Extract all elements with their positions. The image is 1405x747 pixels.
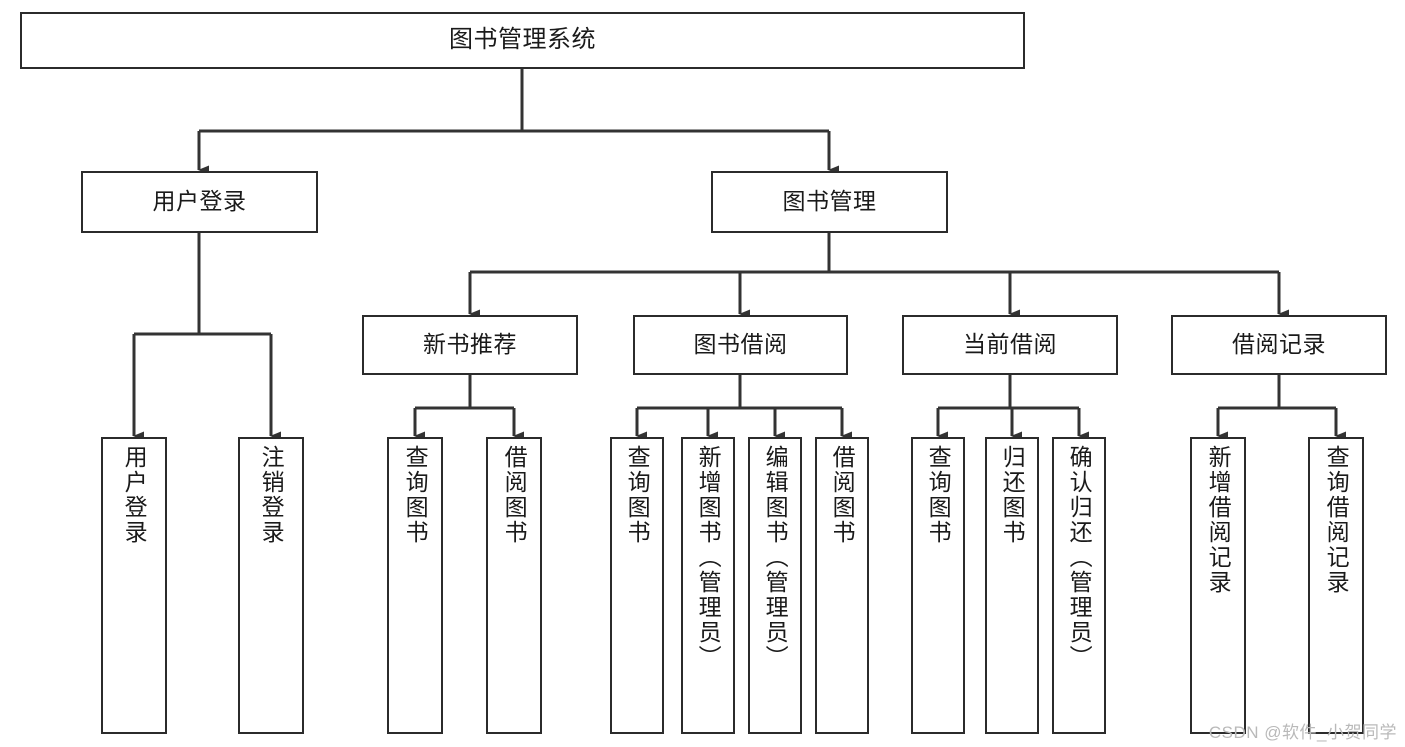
node-book-management[interactable]: 图书管理 bbox=[711, 171, 948, 233]
node-book-borrow-label: 图书借阅 bbox=[693, 331, 788, 358]
leaf-node-leaf-query-book-2[interactable]: 查询图书 bbox=[610, 437, 664, 734]
node-book-management-label: 图书管理 bbox=[782, 188, 877, 215]
node-new-book-recommend[interactable]: 新书推荐 bbox=[362, 315, 578, 375]
leaf-node-leaf-return-book-label: 归还图书 bbox=[999, 445, 1026, 545]
leaf-node-leaf-return-book[interactable]: 归还图书 bbox=[985, 437, 1039, 734]
node-user-login[interactable]: 用户登录 bbox=[81, 171, 318, 233]
leaf-node-leaf-query-book-3[interactable]: 查询图书 bbox=[911, 437, 965, 734]
leaf-node-leaf-add-record[interactable]: 新增借阅记录 bbox=[1190, 437, 1246, 734]
leaf-node-leaf-logout-label: 注销登录 bbox=[258, 445, 285, 545]
leaf-node-leaf-query-book-1-label: 查询图书 bbox=[402, 445, 429, 545]
node-user-login-label: 用户登录 bbox=[152, 188, 247, 215]
leaf-node-leaf-query-book-2-label: 查询图书 bbox=[624, 445, 651, 545]
node-book-borrow[interactable]: 图书借阅 bbox=[633, 315, 848, 375]
leaf-node-leaf-logout[interactable]: 注销登录 bbox=[238, 437, 304, 734]
leaf-node-leaf-edit-book-label: 编辑图书（管理员） bbox=[762, 445, 789, 670]
leaf-node-leaf-add-book[interactable]: 新增图书（管理员） bbox=[681, 437, 735, 734]
node-borrow-record-label: 借阅记录 bbox=[1232, 331, 1326, 358]
node-current-borrow-label: 当前借阅 bbox=[963, 331, 1057, 358]
leaf-node-leaf-borrow-book-2[interactable]: 借阅图书 bbox=[815, 437, 869, 734]
leaf-node-leaf-confirm-return[interactable]: 确认归还（管理员） bbox=[1052, 437, 1106, 734]
leaf-node-leaf-query-book-1[interactable]: 查询图书 bbox=[387, 437, 443, 734]
leaf-node-leaf-borrow-book-1[interactable]: 借阅图书 bbox=[486, 437, 542, 734]
leaf-node-leaf-add-book-label: 新增图书（管理员） bbox=[695, 445, 722, 670]
node-borrow-record[interactable]: 借阅记录 bbox=[1171, 315, 1387, 375]
leaf-node-leaf-query-record-label: 查询借阅记录 bbox=[1323, 445, 1350, 595]
root-node-book-management-system[interactable]: 图书管理系统 bbox=[20, 12, 1025, 69]
leaf-node-leaf-user-login[interactable]: 用户登录 bbox=[101, 437, 167, 734]
leaf-node-leaf-user-login-label: 用户登录 bbox=[121, 445, 148, 545]
leaf-node-leaf-borrow-book-2-label: 借阅图书 bbox=[829, 445, 856, 545]
node-current-borrow[interactable]: 当前借阅 bbox=[902, 315, 1118, 375]
root-node-book-management-system-label: 图书管理系统 bbox=[449, 26, 596, 54]
leaf-node-leaf-add-record-label: 新增借阅记录 bbox=[1205, 445, 1232, 595]
leaf-node-leaf-borrow-book-1-label: 借阅图书 bbox=[501, 445, 528, 545]
leaf-node-leaf-edit-book[interactable]: 编辑图书（管理员） bbox=[748, 437, 802, 734]
leaf-node-leaf-query-record[interactable]: 查询借阅记录 bbox=[1308, 437, 1364, 734]
leaf-node-leaf-confirm-return-label: 确认归还（管理员） bbox=[1066, 445, 1093, 670]
leaf-node-leaf-query-book-3-label: 查询图书 bbox=[925, 445, 952, 545]
node-new-book-recommend-label: 新书推荐 bbox=[423, 331, 517, 358]
